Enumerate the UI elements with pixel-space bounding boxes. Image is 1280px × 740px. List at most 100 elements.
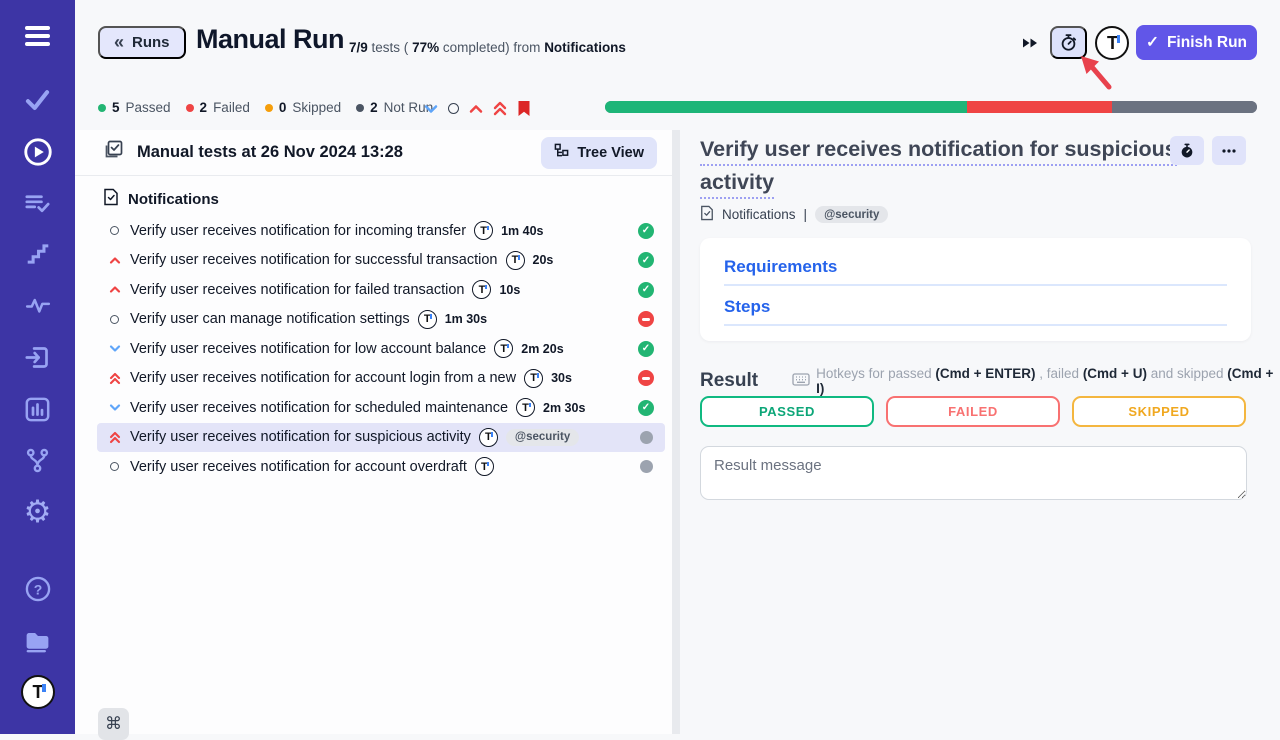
summary-item[interactable]: 2 Failed xyxy=(186,100,250,115)
document-check-icon xyxy=(103,188,119,210)
runs-play-icon[interactable] xyxy=(0,137,75,167)
test-duration: 2m 30s xyxy=(543,401,585,415)
failed-button[interactable]: FAILED xyxy=(886,396,1060,427)
progress-segment-passed xyxy=(605,101,967,113)
suite-name: Notifications xyxy=(128,191,219,208)
app-logo-icon[interactable] xyxy=(0,675,75,709)
finish-run-label: Finish Run xyxy=(1167,34,1247,52)
svg-text:?: ? xyxy=(33,581,42,597)
test-row[interactable]: Verify user receives notification for sc… xyxy=(97,393,665,423)
finish-run-button[interactable]: Finish Run xyxy=(1136,25,1257,60)
chevron-up-icon[interactable] xyxy=(469,104,483,114)
circle-outline-icon[interactable] xyxy=(448,103,459,114)
page-title: Manual Run xyxy=(196,24,344,55)
test-status-icon xyxy=(640,431,653,444)
test-status-icon xyxy=(638,252,654,268)
section: Steps xyxy=(724,297,1227,326)
chevron-down-icon[interactable] xyxy=(424,104,438,114)
test-title: Verify user receives notification for ac… xyxy=(130,370,516,386)
branches-icon[interactable] xyxy=(0,447,75,474)
passed-button[interactable]: PASSED xyxy=(700,396,874,427)
test-list-panel: Manual tests at 26 Nov 2024 13:28 Tree V… xyxy=(75,130,672,734)
tree-view-button[interactable]: Tree View xyxy=(541,137,657,169)
section-link[interactable]: Steps xyxy=(724,297,770,317)
section: Requirements xyxy=(724,257,1227,286)
command-key-badge[interactable] xyxy=(98,708,129,740)
bookmark-icon[interactable] xyxy=(517,100,531,117)
testomat-mini-logo-icon xyxy=(472,280,491,299)
keyboard-icon xyxy=(792,373,810,389)
test-duration: 1m 40s xyxy=(501,224,543,238)
annotation-arrow-icon xyxy=(1078,53,1114,96)
tree-icon xyxy=(554,143,569,162)
tree-view-label: Tree View xyxy=(577,145,644,161)
test-title: Verify user receives notification for sc… xyxy=(130,400,508,416)
fast-forward-icon[interactable] xyxy=(1022,36,1038,54)
section-divider xyxy=(724,284,1227,286)
summary-item[interactable]: 5 Passed xyxy=(98,100,171,115)
projects-folder-icon[interactable] xyxy=(0,627,75,656)
test-row[interactable]: Verify user receives notification for in… xyxy=(97,216,665,246)
priority-icon xyxy=(107,403,122,412)
result-message-input[interactable] xyxy=(700,446,1247,500)
test-row[interactable]: Verify user receives notification for su… xyxy=(97,423,665,453)
run-progress-subtitle: 7/9 tests ( 77% completed) from Notifica… xyxy=(349,40,626,55)
test-duration: 30s xyxy=(551,371,572,385)
result-row: Result Hotkeys for passed (Cmd + ENTER) … xyxy=(700,366,1280,396)
skipped-button[interactable]: SKIPPED xyxy=(1072,396,1246,427)
tests-list: Verify user receives notification for in… xyxy=(75,214,672,482)
settings-gear-icon[interactable]: ⚙ xyxy=(0,494,75,530)
hotkeys-hint: Hotkeys for passed (Cmd + ENTER) , faile… xyxy=(792,366,1280,396)
tag-badge[interactable]: @security xyxy=(815,206,888,223)
testomat-mini-logo-icon xyxy=(524,369,543,388)
sign-in-icon[interactable] xyxy=(0,344,75,371)
test-duration: 20s xyxy=(533,253,554,267)
help-icon[interactable]: ? xyxy=(0,575,75,603)
menu-icon[interactable] xyxy=(0,26,75,46)
priority-icon xyxy=(107,256,122,265)
check-icon xyxy=(1146,33,1159,52)
panel-scrollbar[interactable] xyxy=(672,130,680,734)
status-dot-icon xyxy=(186,104,194,112)
document-icon xyxy=(700,205,714,224)
suite-row[interactable]: Notifications xyxy=(75,188,672,210)
back-to-runs-button[interactable]: Runs xyxy=(98,26,186,59)
test-row[interactable]: Verify user receives notification for ac… xyxy=(97,364,665,394)
priority-icon xyxy=(107,226,122,235)
test-row[interactable]: Verify user receives notification for su… xyxy=(97,246,665,276)
summary-item[interactable]: 2 Not Run xyxy=(356,100,433,115)
detail-breadcrumb-row: Notifications | @security xyxy=(700,205,888,224)
run-header-row: Manual tests at 26 Nov 2024 13:28 Tree V… xyxy=(75,130,672,176)
priority-icon xyxy=(107,372,122,385)
more-options-button[interactable] xyxy=(1212,136,1246,165)
testomat-mini-logo-icon xyxy=(516,398,535,417)
test-row[interactable]: Verify user receives notification for lo… xyxy=(97,334,665,364)
priority-filters xyxy=(424,100,531,117)
test-status-icon xyxy=(638,370,654,386)
pulse-icon[interactable] xyxy=(0,293,75,319)
run-summary: 5 Passed 2 Failed 0 Skipped 2 Not Run xyxy=(98,100,433,115)
breadcrumb-suite[interactable]: Notifications xyxy=(722,207,796,222)
breadcrumb-divider: | xyxy=(804,207,808,222)
test-plans-icon[interactable] xyxy=(0,190,75,217)
progress-segment-failed xyxy=(967,101,1112,113)
progress-bar xyxy=(605,101,1257,113)
summary-item[interactable]: 0 Skipped xyxy=(265,100,341,115)
test-row[interactable]: Verify user receives notification for fa… xyxy=(97,275,665,305)
priority-icon xyxy=(107,462,122,471)
steps-icon[interactable] xyxy=(0,241,75,267)
test-status-icon xyxy=(638,400,654,416)
test-row[interactable]: Verify user can manage notification sett… xyxy=(97,305,665,335)
progress-segment-not_run xyxy=(1112,101,1257,113)
checklist-icon xyxy=(102,139,124,166)
test-row[interactable]: Verify user receives notification for ac… xyxy=(97,452,665,482)
detail-timer-button[interactable] xyxy=(1170,136,1204,165)
status-dot-icon xyxy=(356,104,364,112)
tests-check-icon[interactable] xyxy=(0,86,75,113)
test-title: Verify user receives notification for in… xyxy=(130,223,466,239)
testomat-mini-logo-icon xyxy=(494,339,513,358)
analytics-icon[interactable] xyxy=(0,396,75,423)
double-chevron-up-icon[interactable] xyxy=(493,101,507,116)
section-link[interactable]: Requirements xyxy=(724,257,837,277)
test-detail-panel: Verify user receives notification for su… xyxy=(680,130,1280,734)
